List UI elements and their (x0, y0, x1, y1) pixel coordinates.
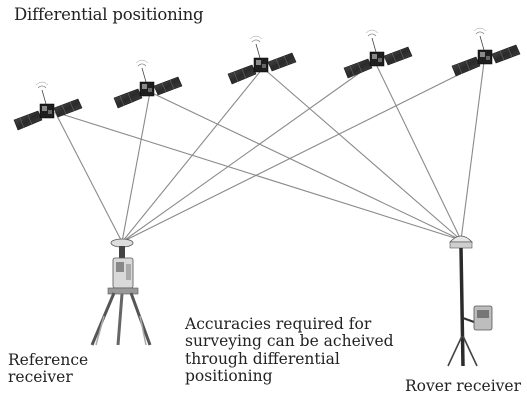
reference-label-line: receiver (8, 368, 73, 387)
signal-line (262, 67, 462, 241)
signal-line (121, 61, 376, 243)
satellite (451, 27, 521, 77)
satellite (343, 29, 413, 79)
note-line: positioning (185, 367, 273, 386)
signal-line (121, 91, 151, 243)
satellite (13, 81, 83, 131)
signal-line (54, 111, 123, 243)
note-line: Accuracies required for (185, 315, 372, 333)
reference-receiver (90, 238, 152, 346)
satellite (227, 35, 297, 85)
signal-line (149, 91, 462, 241)
signal-line (54, 111, 462, 241)
signal-line (121, 61, 485, 243)
reference-receiver-label: Reference receiver (8, 351, 89, 387)
signal-lines (54, 61, 485, 243)
signal-line (460, 61, 485, 241)
rover-receiver (447, 235, 493, 367)
note-line: surveying can be acheived (185, 332, 394, 351)
reference-label-line: Reference (8, 351, 89, 369)
diagram-title: Differential positioning (14, 5, 204, 24)
note-line: through differential (185, 349, 340, 368)
rover-receiver-label: Rover receiver (405, 377, 522, 395)
accuracy-note: Accuracies required for surveying can be… (185, 315, 394, 386)
signal-line (374, 61, 462, 241)
